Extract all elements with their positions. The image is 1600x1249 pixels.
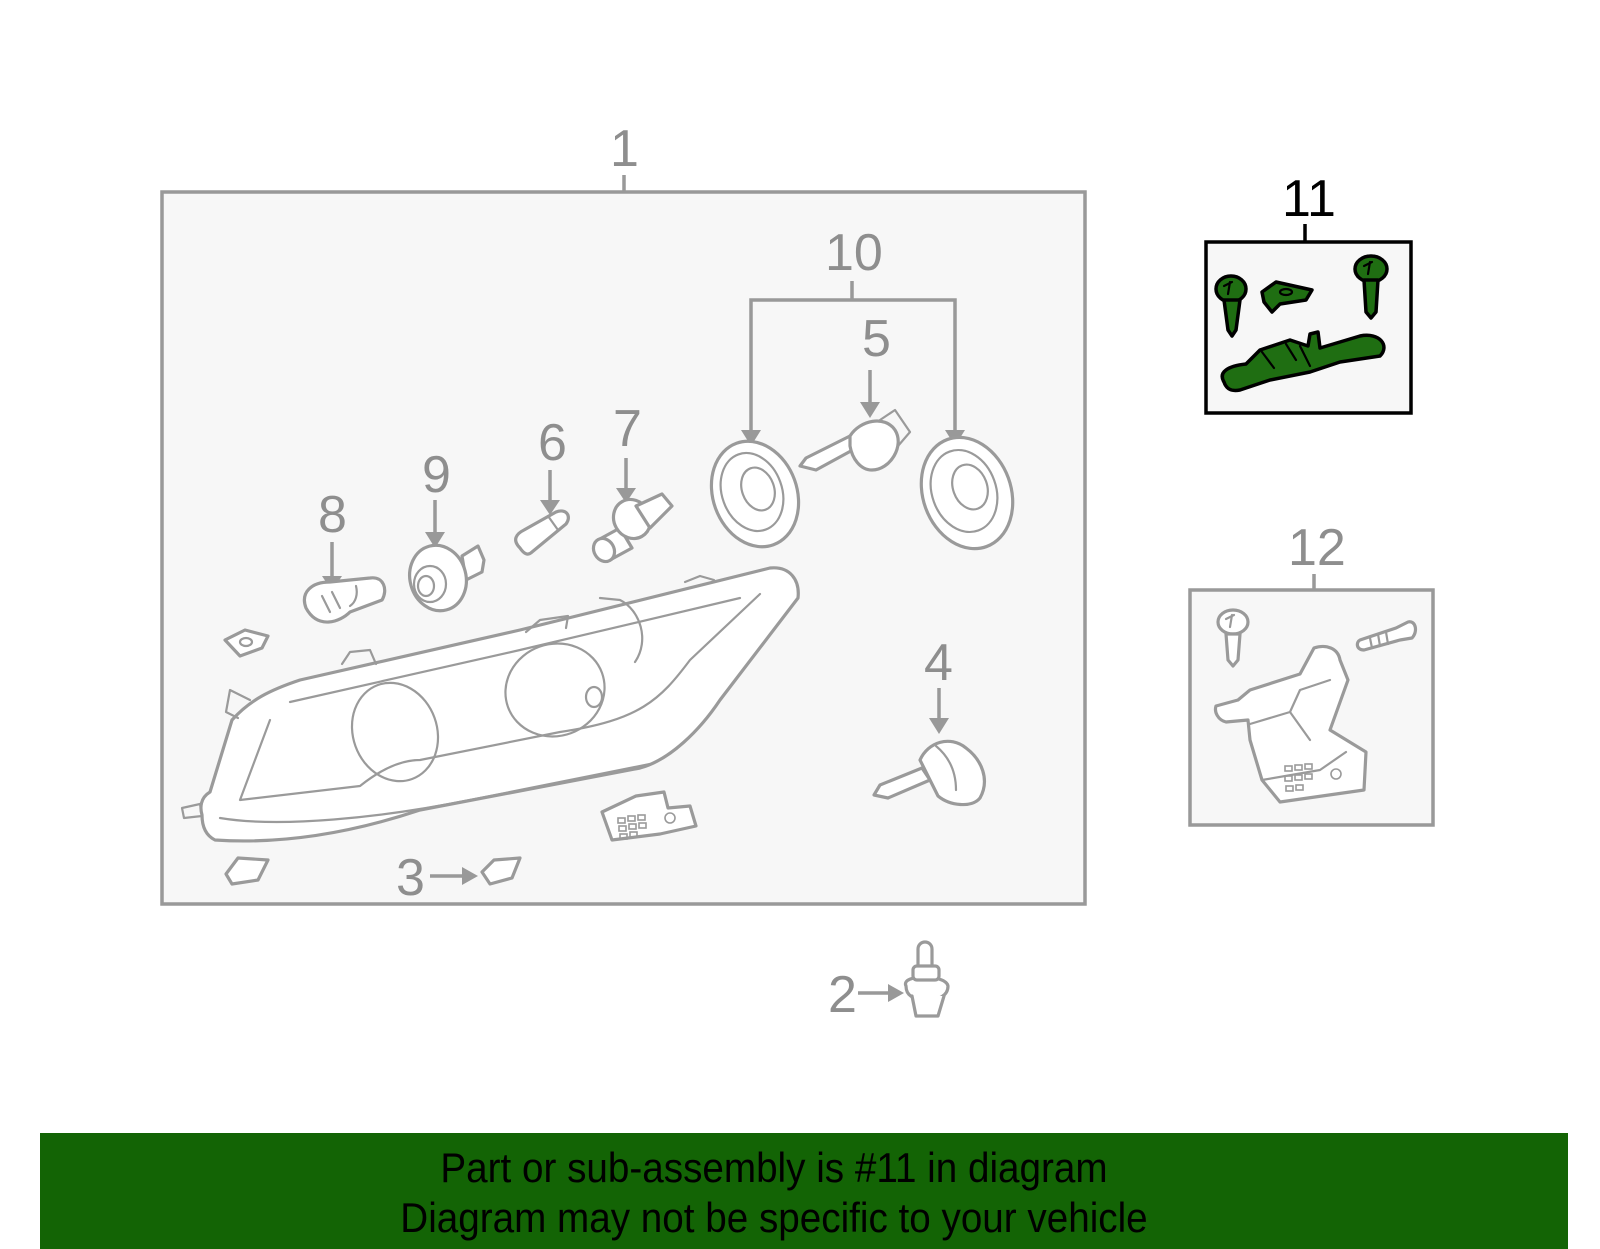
repair-kit-11-panel[interactable]: 11 — [1204, 170, 1413, 415]
callout-4[interactable]: 4 — [924, 634, 953, 692]
clip-nut-green-icon — [1260, 280, 1314, 314]
callout-5[interactable]: 5 — [862, 310, 891, 368]
callout-3-group[interactable]: 3 — [396, 849, 478, 907]
callout-4-group[interactable]: 4 — [924, 634, 953, 734]
low-beam-bulb-icon — [872, 739, 986, 807]
callout-7-group[interactable]: 7 — [613, 400, 642, 503]
screw-left-green-icon — [1214, 274, 1248, 338]
headlamp-assembly-icon[interactable] — [180, 566, 800, 843]
callout-2-group[interactable]: 2 — [828, 966, 904, 1024]
banner-disclaimer: Diagram may not be specific to your vehi… — [400, 1194, 1148, 1241]
callout-10-group[interactable]: 10 — [741, 224, 965, 446]
screw-angled-gray-icon — [1355, 620, 1418, 652]
callout-8-group[interactable]: 8 — [318, 486, 347, 591]
callout-11[interactable]: 11 — [1282, 170, 1336, 228]
mounting-bracket-12-panel[interactable]: 12 — [1188, 519, 1435, 827]
callout-9-group[interactable]: 9 — [422, 446, 451, 548]
clip-nut-top-icon — [223, 628, 270, 658]
wedge-bulb-icon — [514, 509, 570, 556]
turn-signal-bulb-icon — [302, 576, 387, 624]
callout-3[interactable]: 3 — [396, 849, 425, 907]
grommet-bolt-icon — [904, 940, 950, 1018]
dust-cap-right-icon — [919, 435, 1015, 551]
clip-lower-left-icon — [224, 856, 270, 886]
callout-6[interactable]: 6 — [538, 414, 567, 472]
callout-10[interactable]: 10 — [825, 224, 883, 282]
bracket-gray-icon — [1213, 644, 1368, 804]
high-beam-bulb-icon — [798, 408, 912, 472]
callout-12[interactable]: 12 — [1288, 519, 1346, 577]
screw-gray-icon — [1216, 608, 1250, 668]
socket-icon — [408, 543, 486, 613]
callout-2[interactable]: 2 — [828, 966, 857, 1024]
callout-8[interactable]: 8 — [318, 486, 347, 544]
clip-icon — [480, 856, 522, 886]
screw-right-green-icon — [1353, 254, 1389, 320]
dust-cap-left-icon — [709, 439, 801, 549]
bulb-socket-icon — [591, 492, 674, 564]
info-banner: Part or sub-assembly is #11 in diagram D… — [40, 1133, 1568, 1249]
callout-7[interactable]: 7 — [613, 400, 642, 458]
banner-part-note: Part or sub-assembly is #11 in diagram — [440, 1144, 1108, 1191]
callout-5-group[interactable]: 5 — [860, 310, 891, 418]
callout-6-group[interactable]: 6 — [538, 414, 567, 515]
callout-9[interactable]: 9 — [422, 446, 451, 504]
bracket-green-icon — [1220, 330, 1386, 393]
callout-1[interactable]: 1 — [610, 120, 639, 178]
